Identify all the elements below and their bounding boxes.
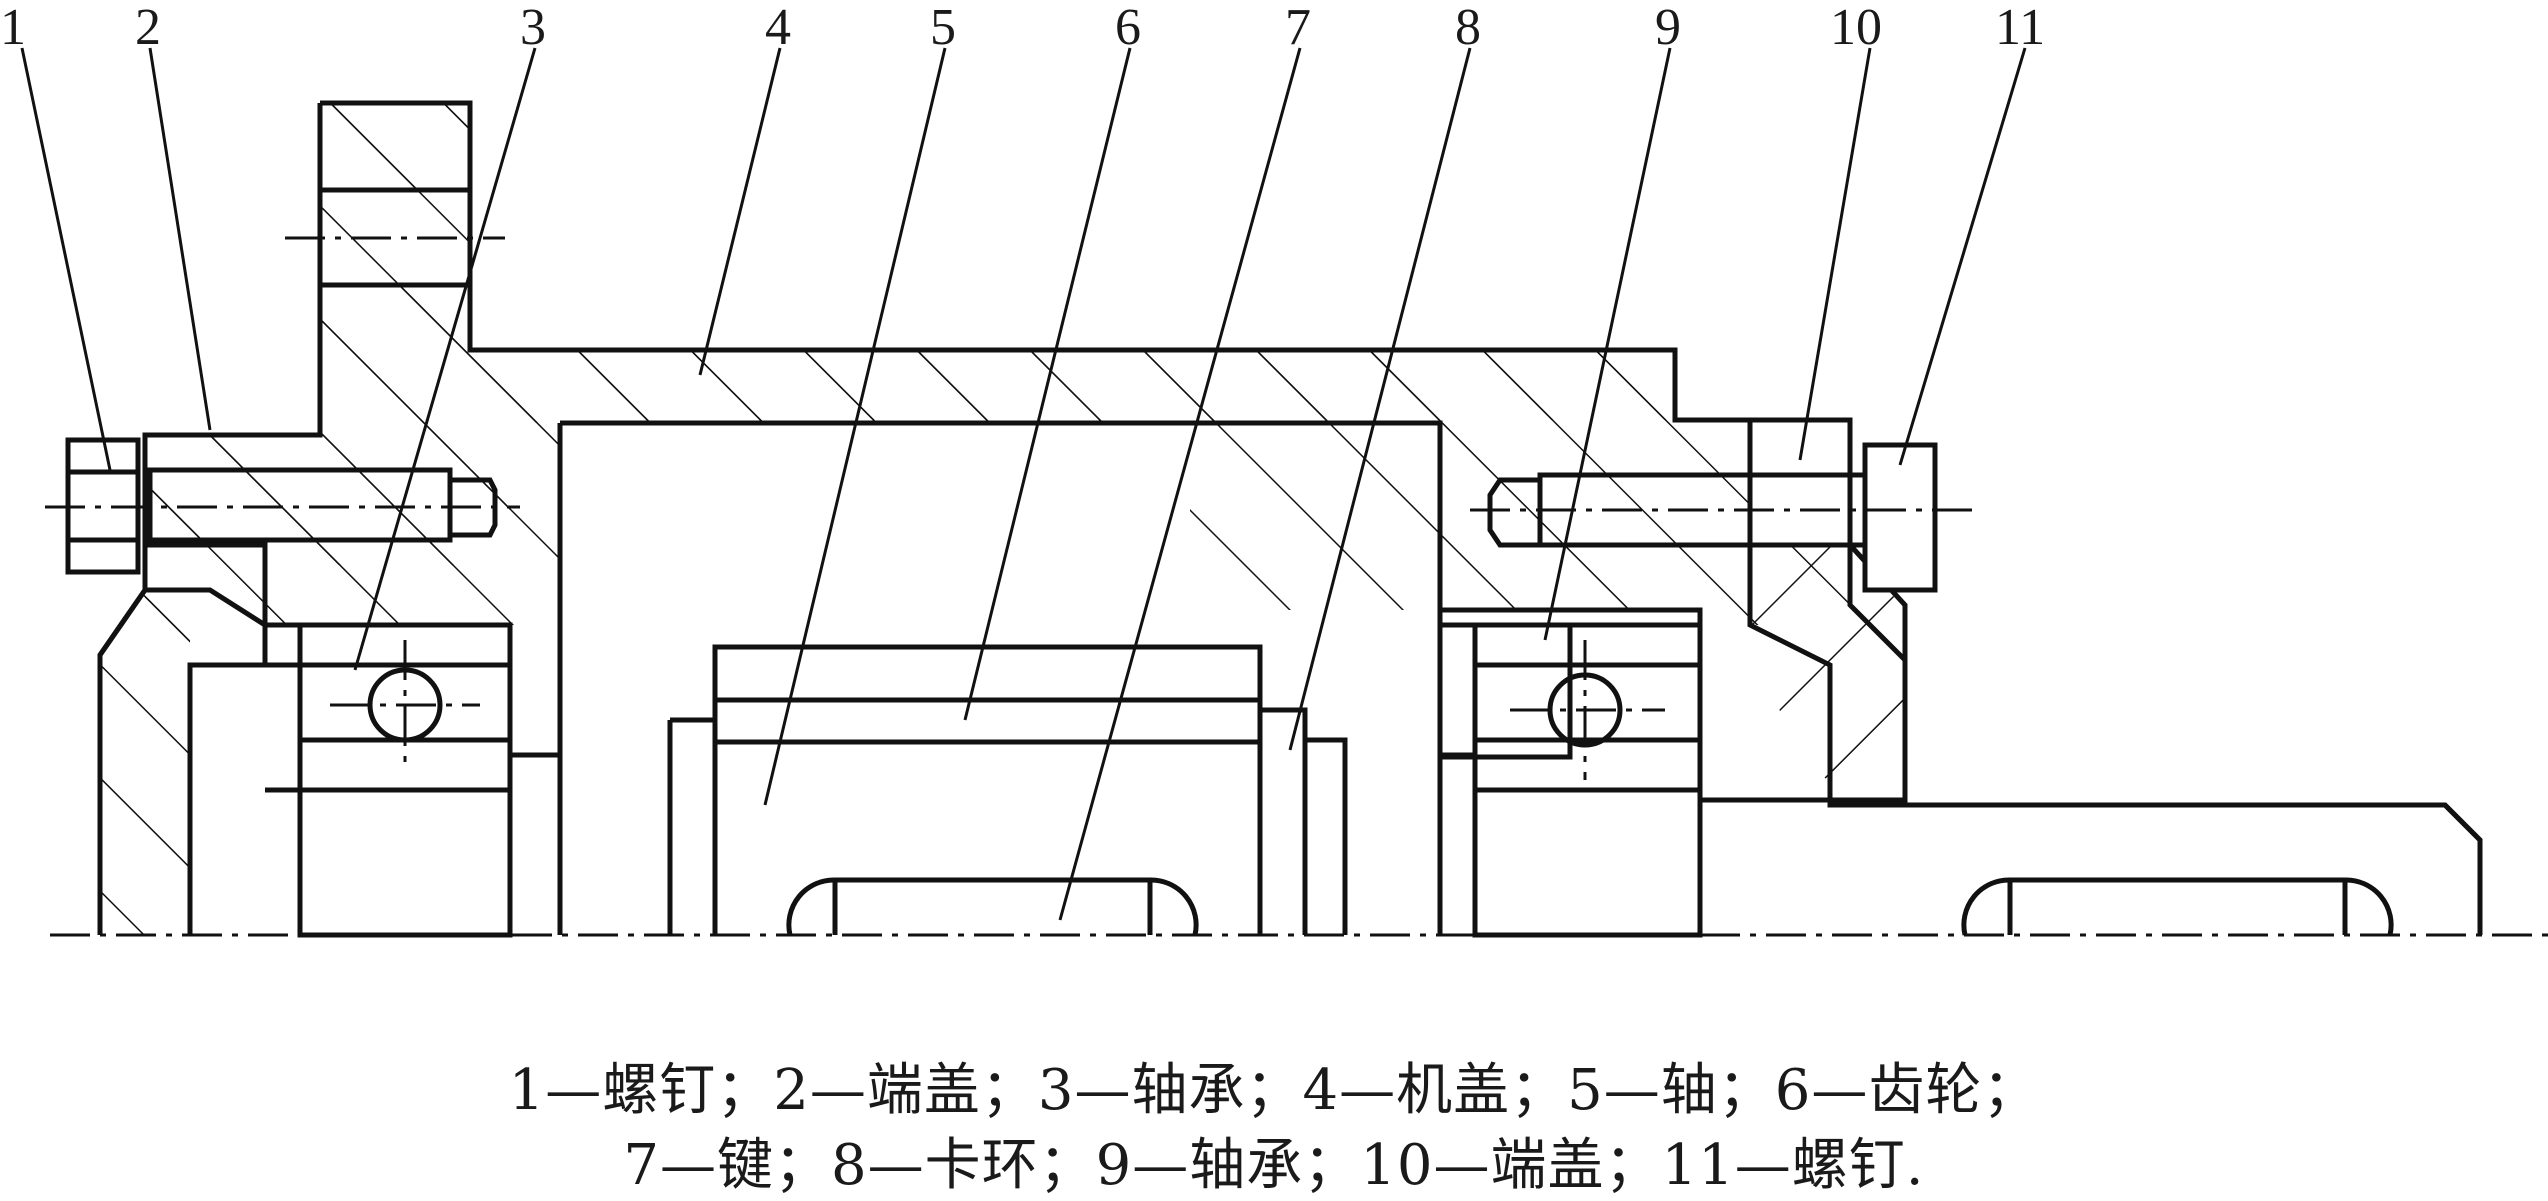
part-number-3: 3: [520, 0, 546, 56]
part-number-5: 5: [930, 0, 956, 56]
caption-line-1: 1—螺钉；2—端盖；3—轴承；4—机盖；5—轴；6—齿轮；: [508, 1058, 2040, 1123]
part-number-7: 7: [1285, 0, 1311, 56]
center-lines: [45, 236, 2548, 937]
right-shaft-key: [1961, 877, 2394, 936]
part-number-2: 2: [135, 0, 161, 56]
shaft-steps: [265, 787, 1905, 935]
part-number-6: 6: [1115, 0, 1141, 56]
gear: [557, 644, 1478, 935]
caption-line-2: 7—键；8—卡环；9—轴承；10—端盖；11—螺钉.: [623, 1133, 1925, 1198]
part-number-10: 10: [1830, 0, 1882, 56]
part-number-8: 8: [1455, 0, 1481, 56]
right-bearing: [1472, 622, 1703, 938]
part-number-9: 9: [1655, 0, 1681, 56]
nut-11-final: [1862, 442, 1938, 593]
part-number-4: 4: [765, 0, 791, 56]
leader-lines: [20, 47, 2027, 921]
right-nut: [1862, 442, 1938, 593]
part-number-labels: 1 2 3 4 5 6 7 8 9 10 11: [0, 0, 2045, 56]
part-number-1: 1: [0, 0, 26, 56]
part-number-11: 11: [1995, 0, 2045, 56]
key: [786, 877, 1199, 936]
